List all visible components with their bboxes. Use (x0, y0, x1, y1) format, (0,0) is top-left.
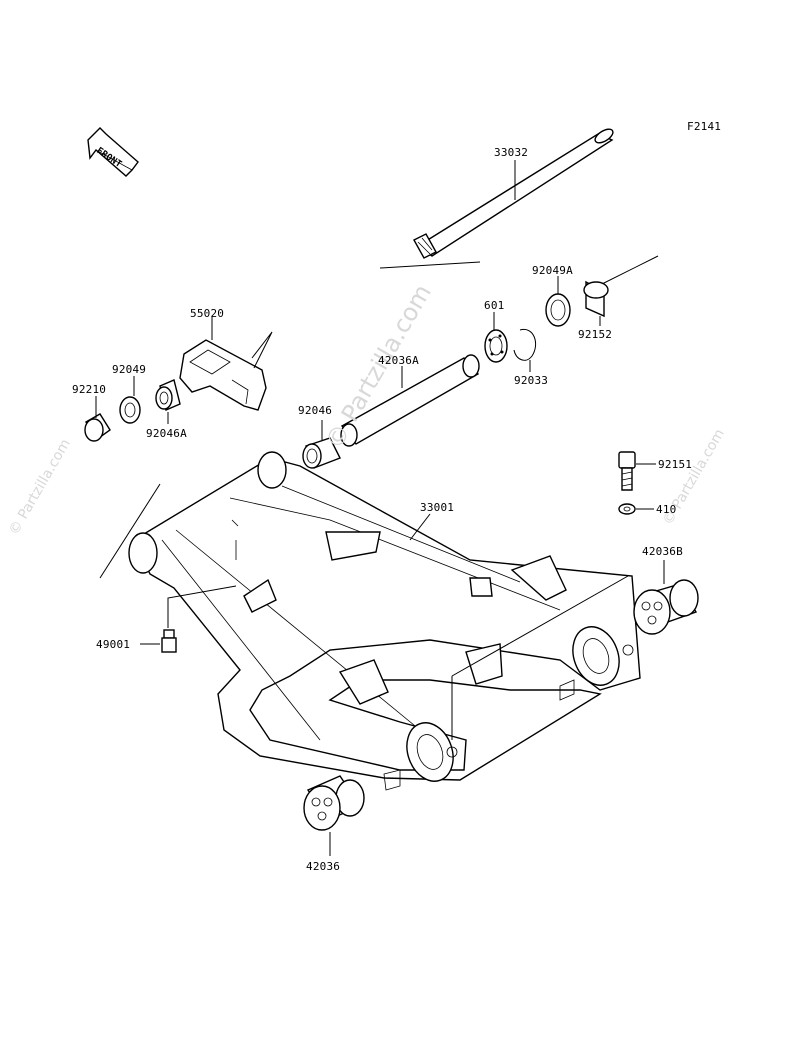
collar-right[interactable] (583, 280, 609, 318)
label-92210: 92210 (72, 383, 107, 396)
swingarm[interactable] (128, 451, 641, 791)
needle-bearing-left[interactable] (155, 379, 181, 411)
end-cap-left[interactable] (303, 775, 365, 831)
washer[interactable] (618, 503, 636, 515)
leader-42036B-ref (451, 575, 629, 677)
grease-seal-left[interactable] (119, 396, 141, 424)
label-92049: 92049 (112, 363, 147, 376)
grease-seal-right[interactable] (545, 293, 571, 327)
label-42036A: 42036A (378, 354, 419, 367)
label-42036: 42036 (306, 860, 341, 873)
label-92152: 92152 (578, 328, 613, 341)
ball-bearing[interactable] (484, 329, 508, 363)
leader-axle-ref-right (599, 255, 659, 286)
label-55020: 55020 (190, 307, 225, 320)
bolt[interactable] (618, 451, 636, 491)
grease-nipple[interactable] (161, 629, 177, 653)
end-cap-right[interactable] (633, 579, 699, 635)
label-92151: 92151 (658, 458, 693, 471)
label-33001: 33001 (420, 501, 455, 514)
figure-id: F2141 (687, 120, 722, 133)
label-92046: 92046 (298, 404, 333, 417)
leader-axle-ref (379, 261, 481, 269)
label-92033: 92033 (514, 374, 549, 387)
chain-guide[interactable] (179, 339, 267, 411)
leader-33001 (409, 513, 431, 541)
label-33032: 33032 (494, 146, 529, 159)
leader-swingarm-pivot (99, 483, 161, 579)
sleeve[interactable] (340, 354, 480, 447)
label-92046A: 92046A (146, 427, 187, 440)
leader-grease-ref (167, 585, 237, 628)
needle-bearing[interactable] (302, 437, 341, 469)
label-42036B: 42036B (642, 545, 683, 558)
label-410: 410 (656, 503, 677, 516)
front-arrow-icon (87, 127, 139, 177)
circlip[interactable] (513, 328, 536, 361)
leader-55020-ref (251, 331, 273, 369)
label-49001: 49001 (96, 638, 131, 651)
label-92049A: 92049A (532, 264, 573, 277)
label-601: 601 (484, 299, 505, 312)
collar-left[interactable] (84, 413, 111, 442)
